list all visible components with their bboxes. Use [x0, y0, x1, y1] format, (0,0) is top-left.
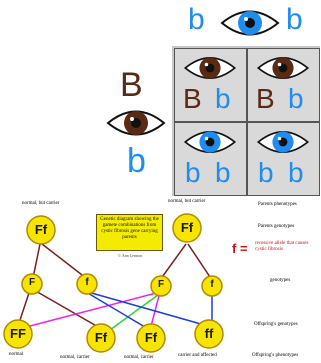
left-parent-allele-1: B — [120, 66, 143, 104]
line-gf1-ff — [87, 291, 209, 327]
offspring-1-circle — [3, 319, 33, 349]
gamete-1-circle — [21, 273, 43, 295]
gamete-3-circle — [150, 275, 172, 297]
offspring-1-phenotype: normal — [9, 352, 24, 357]
punnett-cell-3: b b — [174, 122, 247, 196]
gamete-3-allele: F — [157, 279, 165, 290]
offspring-3-phenotype: normal, carrier — [124, 355, 154, 360]
cell-4-allele-1: b — [258, 157, 274, 188]
brown-eye-icon — [181, 53, 239, 83]
label-parents-genotypes: Parents genotypes — [258, 224, 295, 229]
gamete-1-allele: F — [28, 277, 36, 288]
offspring-3-circle — [136, 323, 166, 353]
offspring-4-genotype: ff — [204, 326, 214, 341]
line-gF2-FF — [29, 291, 161, 327]
line-gF2-Ff — [109, 291, 163, 331]
left-parent-allele-2: b — [127, 142, 146, 180]
diagram-note: Genetic diagram showing the gamete combi… — [96, 214, 163, 251]
offspring-2-phenotype: normal, carrier — [60, 355, 90, 360]
blue-eye-icon — [220, 6, 280, 40]
gamete-4-allele: f — [210, 279, 214, 290]
cell-3-allele-2: b — [215, 157, 231, 188]
punnett-cell-4: b b — [247, 122, 320, 196]
label-parents-phenotypes: Parents phenotypes — [258, 202, 297, 207]
cell-2-allele-1: B — [256, 83, 275, 114]
parent-1-genotype: Ff — [34, 222, 48, 237]
parent-1-phenotype: normal, but carrier — [22, 201, 60, 206]
blue-eye-icon — [254, 127, 312, 157]
label-gamete-genotypes: genotypes — [270, 278, 291, 283]
cell-4-allele-2: b — [288, 157, 304, 188]
offspring-2-circle — [86, 323, 116, 353]
line-p1-gamete-F — [32, 243, 41, 279]
top-parent-allele-2: b — [286, 3, 303, 36]
line-p1-gamete-f — [41, 243, 87, 279]
parent-2-genotype: Ff — [180, 220, 194, 235]
parent-2-circle — [172, 213, 202, 243]
diagram-credit: © Ann Lennon — [118, 253, 142, 258]
line-p2-gamete-F — [159, 243, 187, 281]
f-legend-text: recessive allele that causes cystic fibr… — [255, 241, 309, 252]
parent-1-circle — [26, 215, 56, 245]
top-parent-allele-1: b — [188, 3, 205, 36]
f-legend-symbol: f = — [232, 241, 248, 256]
cell-3-allele-1: b — [185, 157, 201, 188]
brown-eye-icon — [106, 106, 166, 140]
gamete-2-circle — [76, 273, 98, 295]
label-offspring-genotypes: Offspring's genotypes — [254, 322, 298, 327]
cell-1-allele-2: b — [215, 83, 231, 114]
blue-eye-icon — [181, 127, 239, 157]
parent-2-phenotype: normal, but carrier — [168, 199, 206, 204]
brown-eye-icon — [254, 53, 312, 83]
punnett-cell-1: B b — [174, 48, 247, 122]
cell-2-allele-2: b — [288, 83, 304, 114]
offspring-2-genotype: Ff — [94, 330, 108, 345]
line-gf1-Ff2 — [85, 291, 151, 331]
cell-1-allele-1: B — [183, 83, 202, 114]
offspring-1-genotype: FF — [10, 326, 26, 341]
line-p2-gamete-f — [187, 243, 213, 281]
offspring-4-circle — [194, 319, 224, 349]
punnett-grid: B b B b b b b b — [172, 46, 320, 196]
offspring-3-genotype: Ff — [144, 330, 158, 345]
gamete-2-allele: f — [85, 277, 89, 288]
offspring-4-phenotype: carrier and affected — [178, 353, 217, 358]
label-offspring-phenotypes: Offspring's phenotypes — [252, 353, 299, 358]
line-gF1-Ff — [33, 289, 101, 329]
punnett-cell-2: B b — [247, 48, 320, 122]
gamete-4-circle — [201, 275, 223, 297]
